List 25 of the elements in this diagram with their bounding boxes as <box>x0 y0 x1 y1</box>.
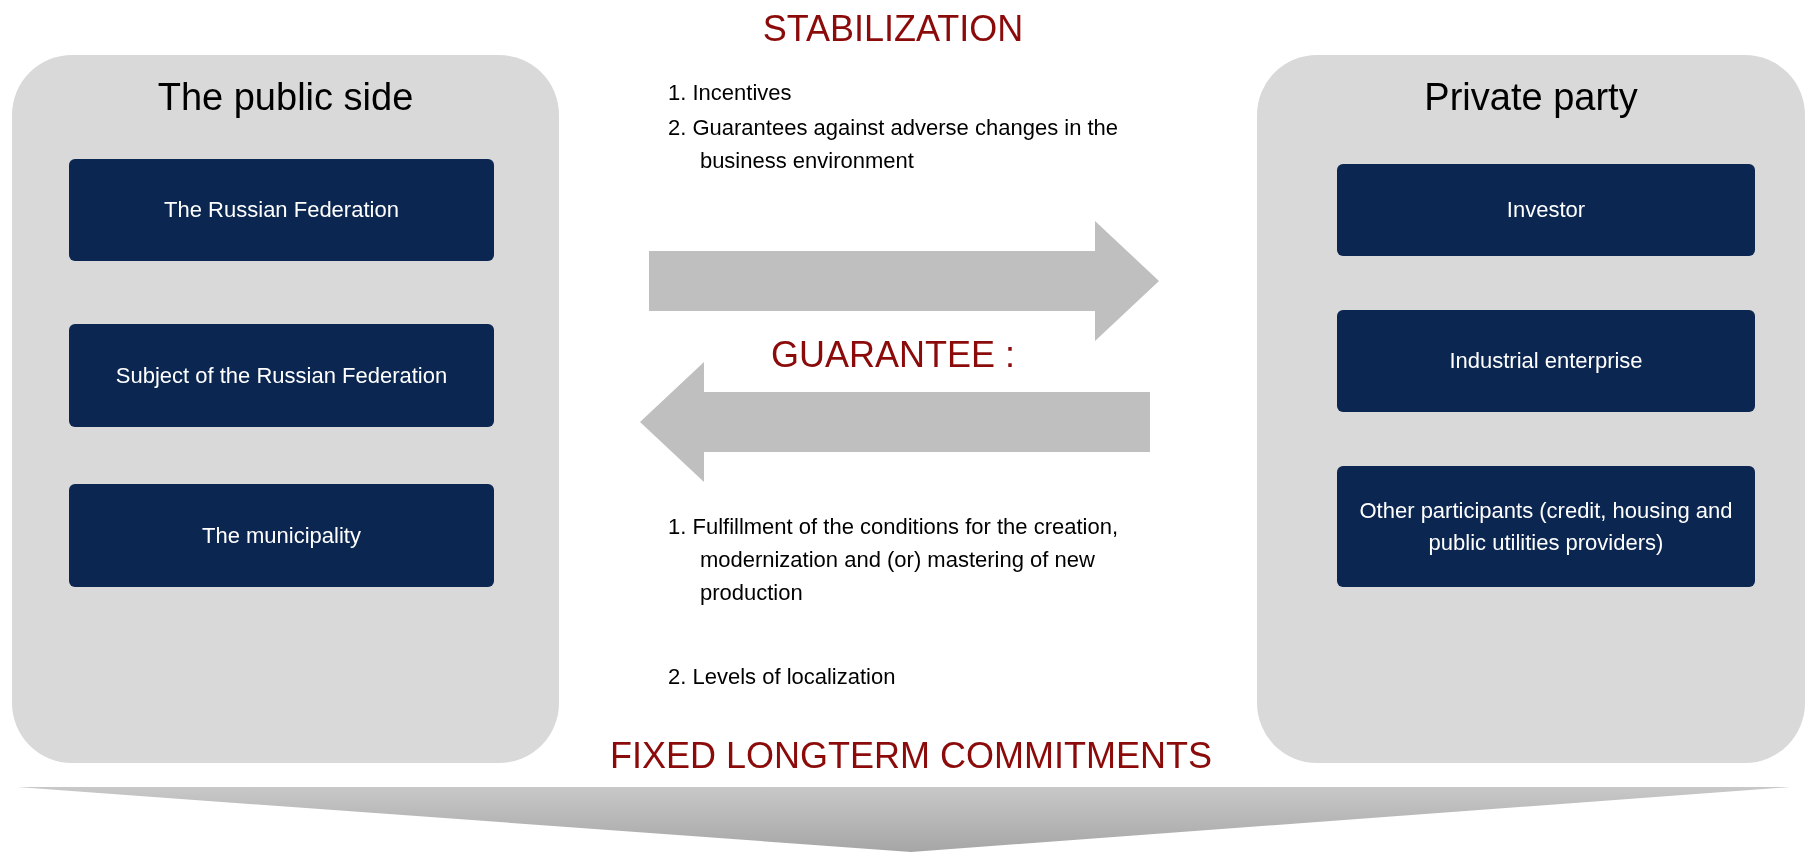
panel-title: The public side <box>156 75 415 120</box>
section-heading: GUARANTEE : <box>769 333 1016 377</box>
entity-box <box>1337 164 1755 256</box>
entity-box <box>69 159 494 261</box>
entity-box <box>1337 310 1755 412</box>
list-item: 2. Levels of localization <box>668 663 897 691</box>
section-heading: FIXED LONGTERM COMMITMENTS <box>609 734 1213 778</box>
entity-label: The municipality <box>202 521 361 550</box>
entity-label: The Russian Federation <box>164 196 399 225</box>
entity-box <box>69 484 494 587</box>
entity-label: Industrial enterprise <box>1449 347 1643 376</box>
section-heading: STABILIZATION <box>761 7 1025 51</box>
group-panel <box>12 55 559 763</box>
entity-label: Other participants (credit, housing and public utilities providers) <box>1358 496 1734 557</box>
group-panel <box>1257 55 1805 763</box>
list-item: 1. Fulfillment of the conditions for the creation, modernization and (or) mastering of new production <box>668 513 1119 607</box>
block-arrow <box>640 362 1150 482</box>
entity-box <box>1337 466 1755 587</box>
list-item: 1. Incentives <box>668 79 793 107</box>
list-item: 2. Guarantees against adverse changes in the business environment <box>668 114 1120 175</box>
entity-box <box>69 324 494 427</box>
entity-label: Subject of the Russian Federation <box>115 361 448 390</box>
block-arrow <box>649 221 1159 341</box>
panel-title: Private party <box>1423 75 1639 120</box>
entity-label: Investor <box>1506 196 1586 225</box>
